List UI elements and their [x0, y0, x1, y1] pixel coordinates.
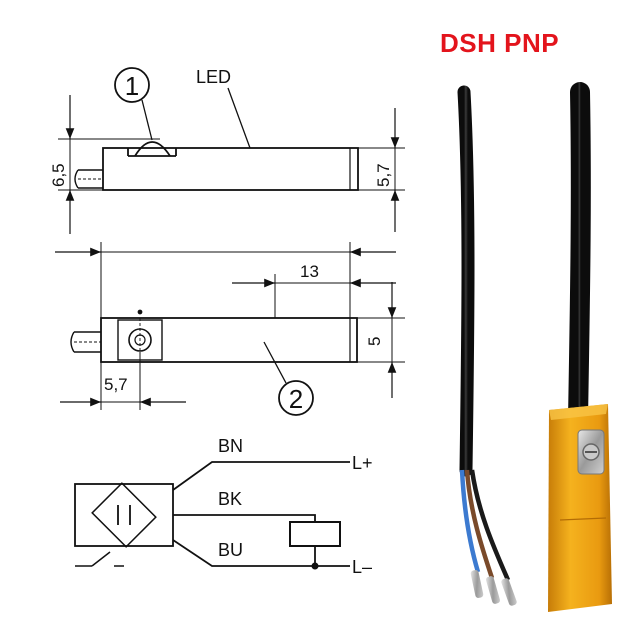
- wire-bu: [172, 539, 350, 567]
- wire-label-bu: BU: [218, 540, 243, 560]
- top-body-outline: [100, 317, 358, 363]
- cable-left: [457, 85, 475, 477]
- dim-height-left: 6,5: [49, 163, 68, 187]
- cable-right: [568, 82, 591, 430]
- load-box: [289, 521, 341, 547]
- wire-label-bk: BK: [218, 489, 242, 509]
- wire-brown-strand: [464, 469, 495, 579]
- sensor-block: [74, 483, 174, 547]
- dim-5-label: 5: [365, 337, 384, 346]
- ferrule: [470, 570, 484, 598]
- ferrule: [486, 576, 500, 604]
- dim-height-right: 5,7: [374, 163, 393, 187]
- product-photo: [457, 82, 612, 612]
- callout-1-label: 1: [125, 71, 139, 101]
- side-view: [58, 67, 405, 234]
- led-dome: [134, 141, 171, 157]
- wiring-diagram: [74, 461, 350, 570]
- wire-black-strand: [469, 469, 511, 581]
- terminal-l-minus: L–: [352, 557, 372, 577]
- ferrule: [501, 578, 517, 606]
- callout-2-label: 2: [289, 384, 303, 414]
- sensor-symbol-diamond: [91, 482, 157, 548]
- dim-57-label: 5,7: [104, 375, 128, 394]
- dim-13-label: 13: [300, 262, 319, 281]
- wire-blue-strand: [459, 469, 481, 573]
- wire-bn: [172, 461, 350, 491]
- callout-circle-1: [114, 67, 150, 103]
- terminal-l-plus: L+: [352, 453, 373, 473]
- callout-circle-2: [278, 380, 314, 416]
- top-view: [55, 242, 405, 416]
- led-label: LED: [196, 67, 231, 87]
- side-body-outline: [102, 147, 359, 191]
- wire-label-bn: BN: [218, 436, 243, 456]
- product-title: DSH PNP: [440, 28, 560, 58]
